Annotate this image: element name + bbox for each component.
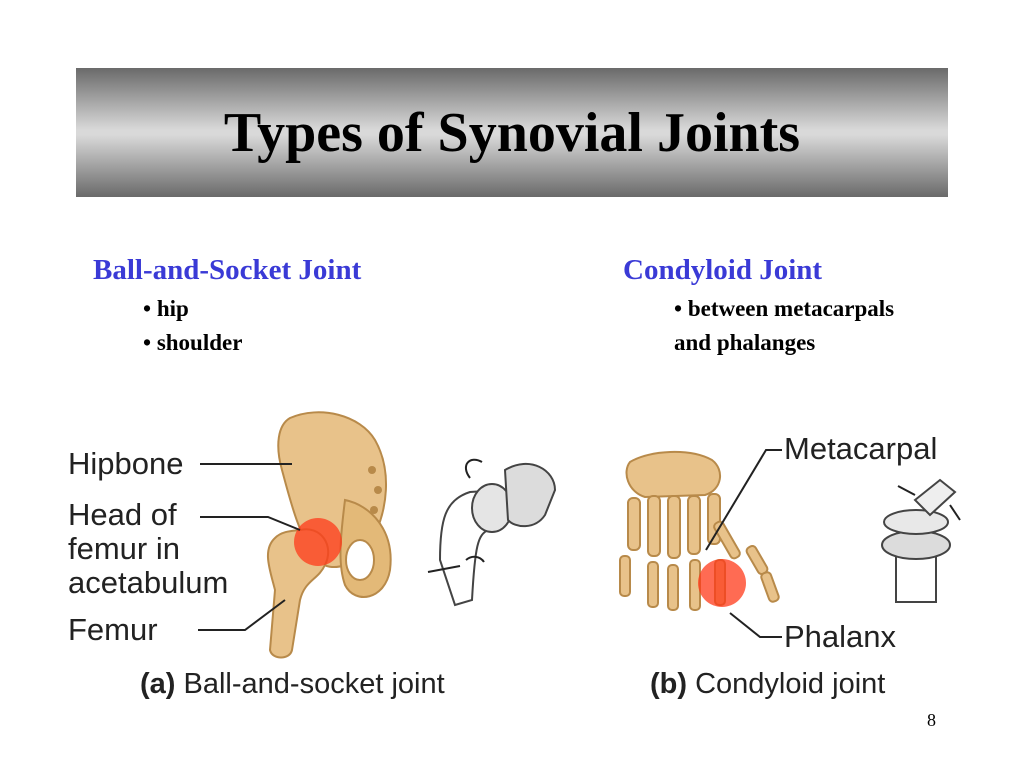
label-femur-in: femur in: [68, 531, 180, 566]
bullet-shoulder: shoulder: [143, 326, 361, 360]
ball-socket-column: Ball-and-Socket Joint hip shoulder: [93, 252, 361, 360]
bullet-metacarpals: between metacarpals: [674, 292, 894, 326]
bullet-metacarpals-cont: and phalanges: [674, 330, 816, 355]
slide-title: Types of Synovial Joints: [223, 101, 801, 164]
label-phalanx: Phalanx: [784, 619, 897, 654]
condyloid-heading: Condyloid Joint: [623, 254, 823, 286]
ball-socket-schematic: [427, 458, 557, 607]
figure-b-leader-lines: [705, 449, 782, 638]
caption-b: (b) Condyloid joint: [650, 668, 885, 701]
figure-a-leader-lines: [198, 463, 301, 631]
knuckle-joint-highlight: [698, 559, 746, 607]
ball-socket-heading: Ball-and-Socket Joint: [93, 254, 362, 286]
ball-socket-bullets: hip shoulder: [143, 292, 361, 360]
label-head-of: Head of: [68, 497, 177, 532]
label-femur: Femur: [68, 612, 158, 647]
bullet-hip: hip: [143, 292, 361, 326]
label-hipbone: Hipbone: [68, 446, 184, 481]
page-number: 8: [927, 710, 936, 730]
hip-joint-highlight: [294, 518, 342, 566]
condyloid-column: Condyloid Joint between metacarpals and …: [623, 252, 894, 360]
caption-a-letter: (a): [140, 668, 176, 700]
label-metacarpal: Metacarpal: [784, 431, 938, 466]
caption-b-letter: (b): [650, 668, 688, 700]
hand-skeleton-illustration: [619, 451, 780, 611]
caption-a-text: Ball-and-socket joint: [183, 668, 445, 700]
label-acetabulum: acetabulum: [68, 565, 229, 600]
condyloid-bullets: between metacarpals and phalanges: [674, 292, 894, 360]
caption-b-text: Condyloid joint: [695, 668, 886, 700]
title-bar: Types of Synovial Joints: [76, 68, 948, 197]
condyloid-schematic: [881, 478, 961, 603]
caption-a: (a) Ball-and-socket joint: [140, 668, 445, 701]
